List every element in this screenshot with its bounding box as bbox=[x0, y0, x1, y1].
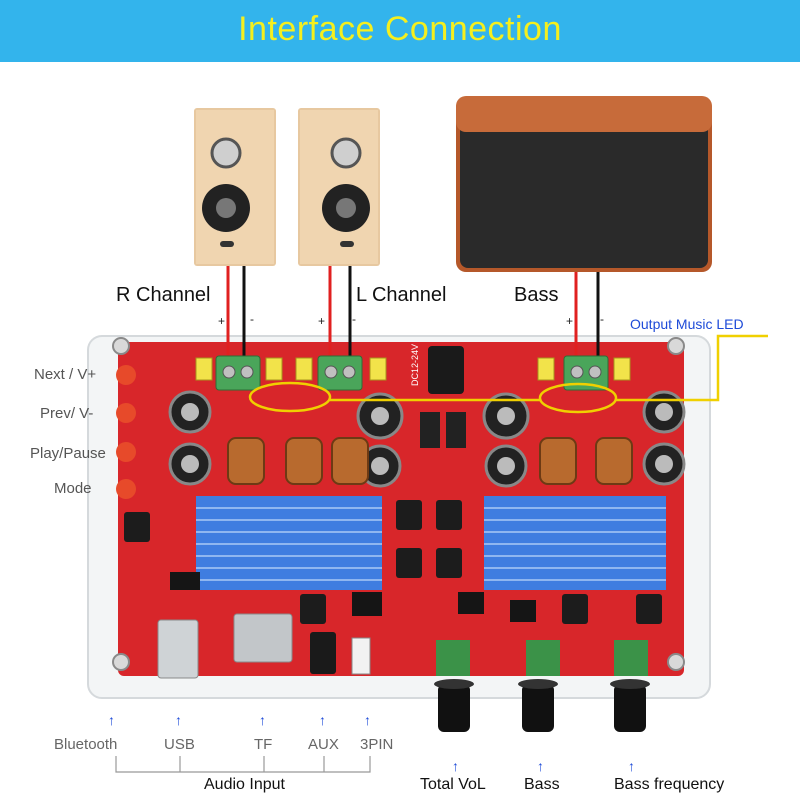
minus-sign: - bbox=[600, 312, 604, 326]
tf-label: TF bbox=[254, 736, 273, 753]
arrow-up-icon: ↑ bbox=[175, 712, 182, 728]
total-vol-label: Total VoL bbox=[420, 776, 486, 793]
led-callouts bbox=[248, 334, 768, 414]
minus-sign: - bbox=[352, 312, 356, 326]
prev-button-label: Prev/ V- bbox=[40, 405, 94, 422]
usb-label: USB bbox=[164, 736, 195, 753]
amplifier-illustration: DC12-24V bbox=[87, 96, 768, 773]
bass-knob-label: Bass bbox=[524, 776, 560, 793]
arrow-up-icon: ↑ bbox=[628, 758, 635, 774]
plus-sign: + bbox=[218, 314, 226, 328]
plus-sign: + bbox=[566, 314, 574, 328]
speaker-terminals bbox=[215, 355, 609, 391]
diode bbox=[420, 412, 440, 448]
page-title: Interface Connection bbox=[238, 10, 562, 48]
aux-label: AUX bbox=[308, 736, 339, 753]
next-button-label: Next / V+ bbox=[34, 366, 97, 383]
output-led-label: Output Music LED bbox=[630, 316, 744, 332]
dc-label: DC12-24V bbox=[410, 344, 420, 386]
three-pin-connector bbox=[351, 637, 371, 675]
tactile-buttons bbox=[116, 365, 136, 499]
three-pin-label: 3PIN bbox=[360, 736, 394, 753]
speaker-left-icon bbox=[298, 108, 380, 266]
dc-power-jack bbox=[428, 346, 464, 394]
arrow-up-icon: ↑ bbox=[259, 712, 266, 728]
bass-channel-label: Bass bbox=[514, 284, 559, 306]
screw-icons bbox=[112, 337, 685, 671]
ic-chips bbox=[170, 572, 536, 622]
l-channel-label: L Channel bbox=[356, 284, 447, 306]
film-capacitors bbox=[195, 357, 631, 381]
bluetooth-label: Bluetooth bbox=[54, 736, 118, 753]
play-pause-button-label: Play/Pause bbox=[30, 445, 106, 462]
arrow-up-icon: ↑ bbox=[452, 758, 459, 774]
potentiometers bbox=[434, 640, 650, 732]
speaker-wires bbox=[226, 266, 600, 370]
diode bbox=[446, 412, 466, 448]
title-banner: Interface Connection bbox=[0, 0, 800, 62]
usb-port bbox=[157, 619, 199, 679]
mode-button-label: Mode bbox=[54, 480, 92, 497]
smd-capacitors bbox=[124, 500, 662, 624]
arrow-up-icon: ↑ bbox=[108, 712, 115, 728]
subwoofer-speaker-icon bbox=[456, 96, 712, 272]
arrow-up-icon: ↑ bbox=[319, 712, 326, 728]
tf-card-slot bbox=[233, 613, 293, 663]
audio-input-label: Audio Input bbox=[204, 776, 285, 793]
plus-sign: + bbox=[318, 314, 326, 328]
aux-jack bbox=[310, 632, 336, 674]
arrow-up-icon: ↑ bbox=[537, 758, 544, 774]
inductor-coils bbox=[227, 437, 633, 485]
audio-input-bracket bbox=[115, 756, 371, 773]
heatsink-left bbox=[196, 496, 382, 590]
speaker-right-icon bbox=[194, 108, 276, 266]
bass-frequency-label: Bass frequency bbox=[614, 776, 725, 793]
heatsink-right bbox=[484, 496, 666, 590]
minus-sign: - bbox=[250, 312, 254, 326]
r-channel-label: R Channel bbox=[116, 284, 211, 306]
arrow-up-icon: ↑ bbox=[364, 712, 371, 728]
